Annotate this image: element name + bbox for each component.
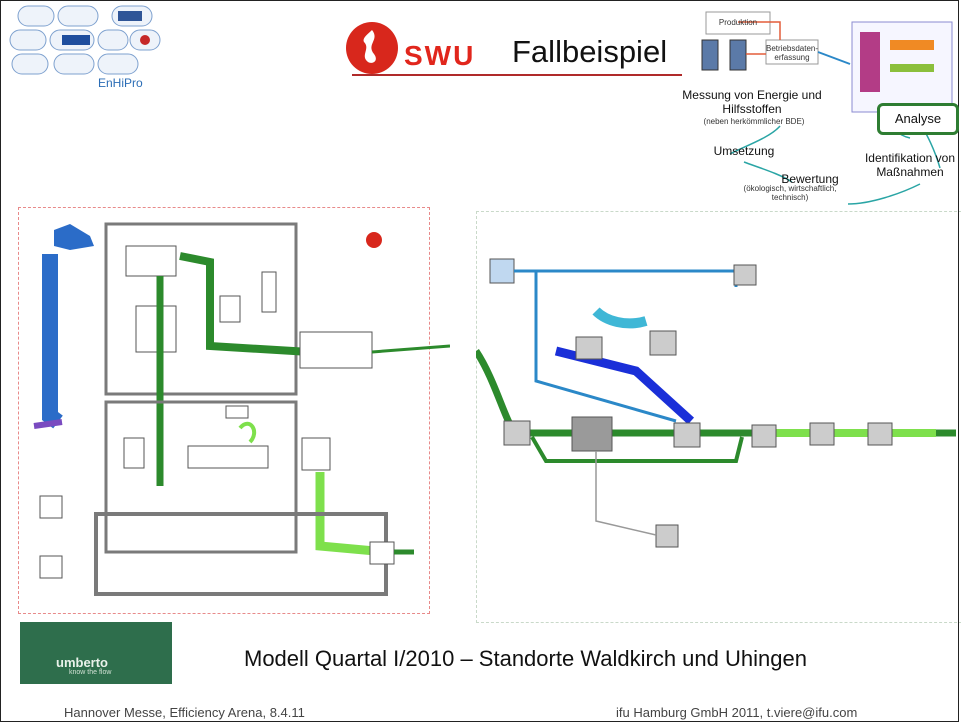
enhipro-logo-cluster	[0, 0, 170, 95]
page-title: Fallbeispiel	[512, 34, 667, 70]
betriebsdaten-box: Betriebsdaten-erfassung	[766, 44, 818, 62]
produktion-box: Produktion	[706, 18, 770, 27]
umberto-name: umberto	[56, 655, 108, 670]
messung-subtext: (neben herkömmlicher BDE)	[684, 117, 824, 126]
flame-emblem-icon	[352, 26, 392, 72]
messung-text: Messung von Energie und Hilfsstoffen	[682, 88, 822, 116]
identifikation-text: Identifikation von Maßnahmen	[860, 151, 960, 179]
footer-right: ifu Hamburg GmbH 2011, t.viere@ifu.com	[616, 705, 857, 720]
analyse-box: Analyse	[877, 103, 959, 135]
umsetzung-text: Umsetzung	[706, 144, 782, 158]
uhingen-flow-network	[476, 211, 960, 621]
umberto-tagline: know the flow	[69, 669, 111, 676]
footer-left: Hannover Messe, Efficiency Arena, 8.4.11	[64, 705, 305, 720]
title-underline	[352, 74, 682, 76]
enhipro-label: EnHiPro	[98, 76, 143, 90]
swu-brand: SWU	[404, 40, 475, 72]
waldkirch-flow-network	[10, 206, 450, 616]
partner-logos-icon	[0, 0, 170, 95]
bewertung-subtext: (ökologisch, wirtschaftlich, technisch)	[728, 184, 852, 202]
model-caption: Modell Quartal I/2010 – Standorte Waldki…	[244, 646, 807, 672]
